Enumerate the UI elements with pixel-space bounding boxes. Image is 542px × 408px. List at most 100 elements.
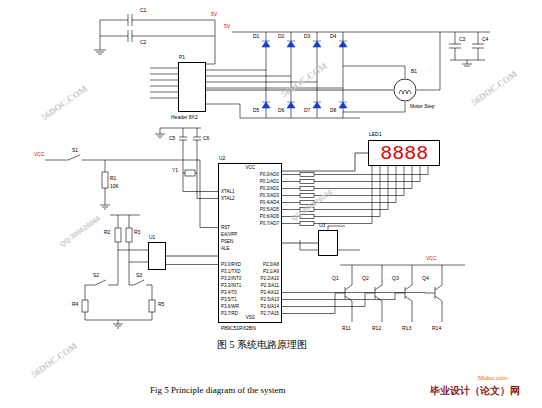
ic-chip: U3: [318, 230, 338, 256]
component-label: S2: [93, 273, 99, 278]
display-digits: 8888: [380, 144, 428, 164]
stepper-motor: B1Motor Step: [393, 78, 417, 102]
pin-label: P0.7/AD7: [260, 222, 279, 227]
segment-wire: [282, 166, 396, 203]
component-label: D3: [304, 34, 310, 39]
component-label: D8: [330, 108, 336, 113]
pin-label: P2.3/A11: [261, 284, 279, 289]
pin-label: P0.1/AD1: [260, 180, 279, 185]
diode-bar: [287, 102, 295, 103]
resistor-symbol: [300, 187, 314, 191]
transistor-symbol: [435, 265, 442, 322]
component-label: U3: [319, 223, 325, 228]
component-label: D1: [253, 34, 259, 39]
pin-label: P2.5/A13: [260, 298, 279, 303]
motor-symbol: [393, 78, 417, 102]
segment-wire: [282, 166, 420, 182]
pin-label: P2.0/A8: [263, 263, 279, 268]
diode-bar: [339, 41, 347, 42]
diode-bar: [313, 102, 321, 103]
resistor-symbol: [300, 173, 314, 177]
base-wire: [282, 292, 435, 294]
base-wire: [282, 293, 405, 300]
transistor-symbol: [345, 265, 352, 322]
base-wire: [282, 293, 345, 314]
component-label: Q4: [422, 276, 429, 281]
site-logo: 56doc.com: [478, 375, 507, 381]
component-label: Q1: [332, 276, 339, 281]
site-logo: 毕业设计（论文）网: [430, 386, 520, 396]
resistor-symbol: [300, 194, 314, 198]
pin-label: PSEN: [221, 240, 233, 245]
pin-label: P0.6/AD6: [260, 215, 279, 220]
figure-caption: 图 5 系统电路原理图: [217, 340, 307, 350]
component-label: C5: [169, 136, 175, 141]
component-label: C1: [140, 8, 146, 13]
watermark: QQ:306826066: [58, 214, 102, 247]
component-label: R1: [110, 176, 116, 181]
pin-label: XTAL1: [221, 190, 234, 195]
segment-wire: [282, 166, 372, 224]
header-connector: P1Header 8X2: [178, 62, 206, 112]
pin-label: P2.2/A10: [260, 277, 279, 282]
diode-bar: [262, 102, 270, 103]
part-number: P89C51RX2BN: [221, 326, 256, 331]
component-label: R3: [134, 230, 140, 235]
component-label: Y1: [172, 168, 178, 173]
component-label: R4: [72, 302, 78, 307]
diode-bar: [287, 41, 295, 42]
component-label: Q2: [362, 276, 369, 281]
component-label: C4: [482, 37, 488, 42]
pin-label: P2.7/A15: [260, 312, 279, 317]
diode-symbol: [262, 41, 270, 47]
watermark: 56DOC.COM: [280, 61, 329, 99]
ic-chip: U1: [148, 242, 166, 270]
component-label: R12: [372, 326, 381, 331]
component-label: D7: [304, 108, 310, 113]
figure-caption: Fig 5 Principle diagram of the system: [150, 386, 285, 395]
wire-connector: [206, 90, 393, 91]
segment-wire: [282, 166, 412, 189]
segment-wire: [282, 166, 404, 196]
component-label: 5V: [211, 12, 217, 17]
resistor-symbol: [300, 222, 314, 226]
component-label: Q3: [392, 276, 399, 281]
pin-label: P0.2/AD2: [260, 187, 279, 192]
component-label: U1: [149, 235, 155, 240]
diode-symbol: [287, 102, 295, 108]
pin-label: P3.3/INT1: [221, 284, 241, 289]
component-label: D4: [330, 34, 336, 39]
pin-label: P2.1/A9: [263, 270, 279, 275]
diode-bar: [339, 102, 347, 103]
pin-label: P0.3/AD3: [260, 194, 279, 199]
wire-connector: [282, 243, 318, 244]
transistor-symbol: [405, 265, 412, 322]
component-label: C3: [459, 37, 465, 42]
watermark: 56DOC.COM: [470, 69, 519, 107]
diode-symbol: [313, 41, 321, 47]
component-label: Motor Step: [410, 104, 434, 109]
component-label: S3: [136, 273, 142, 278]
diode-symbol: [339, 102, 347, 108]
component-label: R13: [402, 326, 411, 331]
component-label: D6: [278, 108, 284, 113]
component-label: LED1: [369, 132, 382, 137]
diode-bar: [262, 41, 270, 42]
watermark: 56DOC.COM: [40, 84, 89, 122]
pin-label: P0.0/AD0: [260, 173, 279, 178]
watermark: 56DOC.COM: [30, 341, 79, 379]
component-label: S1: [72, 148, 78, 153]
pin-label: XTAL2: [221, 197, 234, 202]
pin-label: VSS: [246, 316, 255, 321]
component-label: R11: [342, 326, 351, 331]
component-label: R2: [104, 230, 110, 235]
seven-segment-display: LED18888: [368, 140, 440, 166]
component-label: 10K: [110, 184, 119, 189]
component-label: B1: [411, 69, 417, 74]
component-label: Header 8X2: [171, 115, 198, 120]
pin-label: ALE: [221, 247, 230, 252]
component-label: D2: [278, 34, 284, 39]
diode-symbol: [287, 41, 295, 47]
diode-bar: [313, 41, 321, 42]
pin-label: P3.0/RXD: [221, 263, 241, 268]
